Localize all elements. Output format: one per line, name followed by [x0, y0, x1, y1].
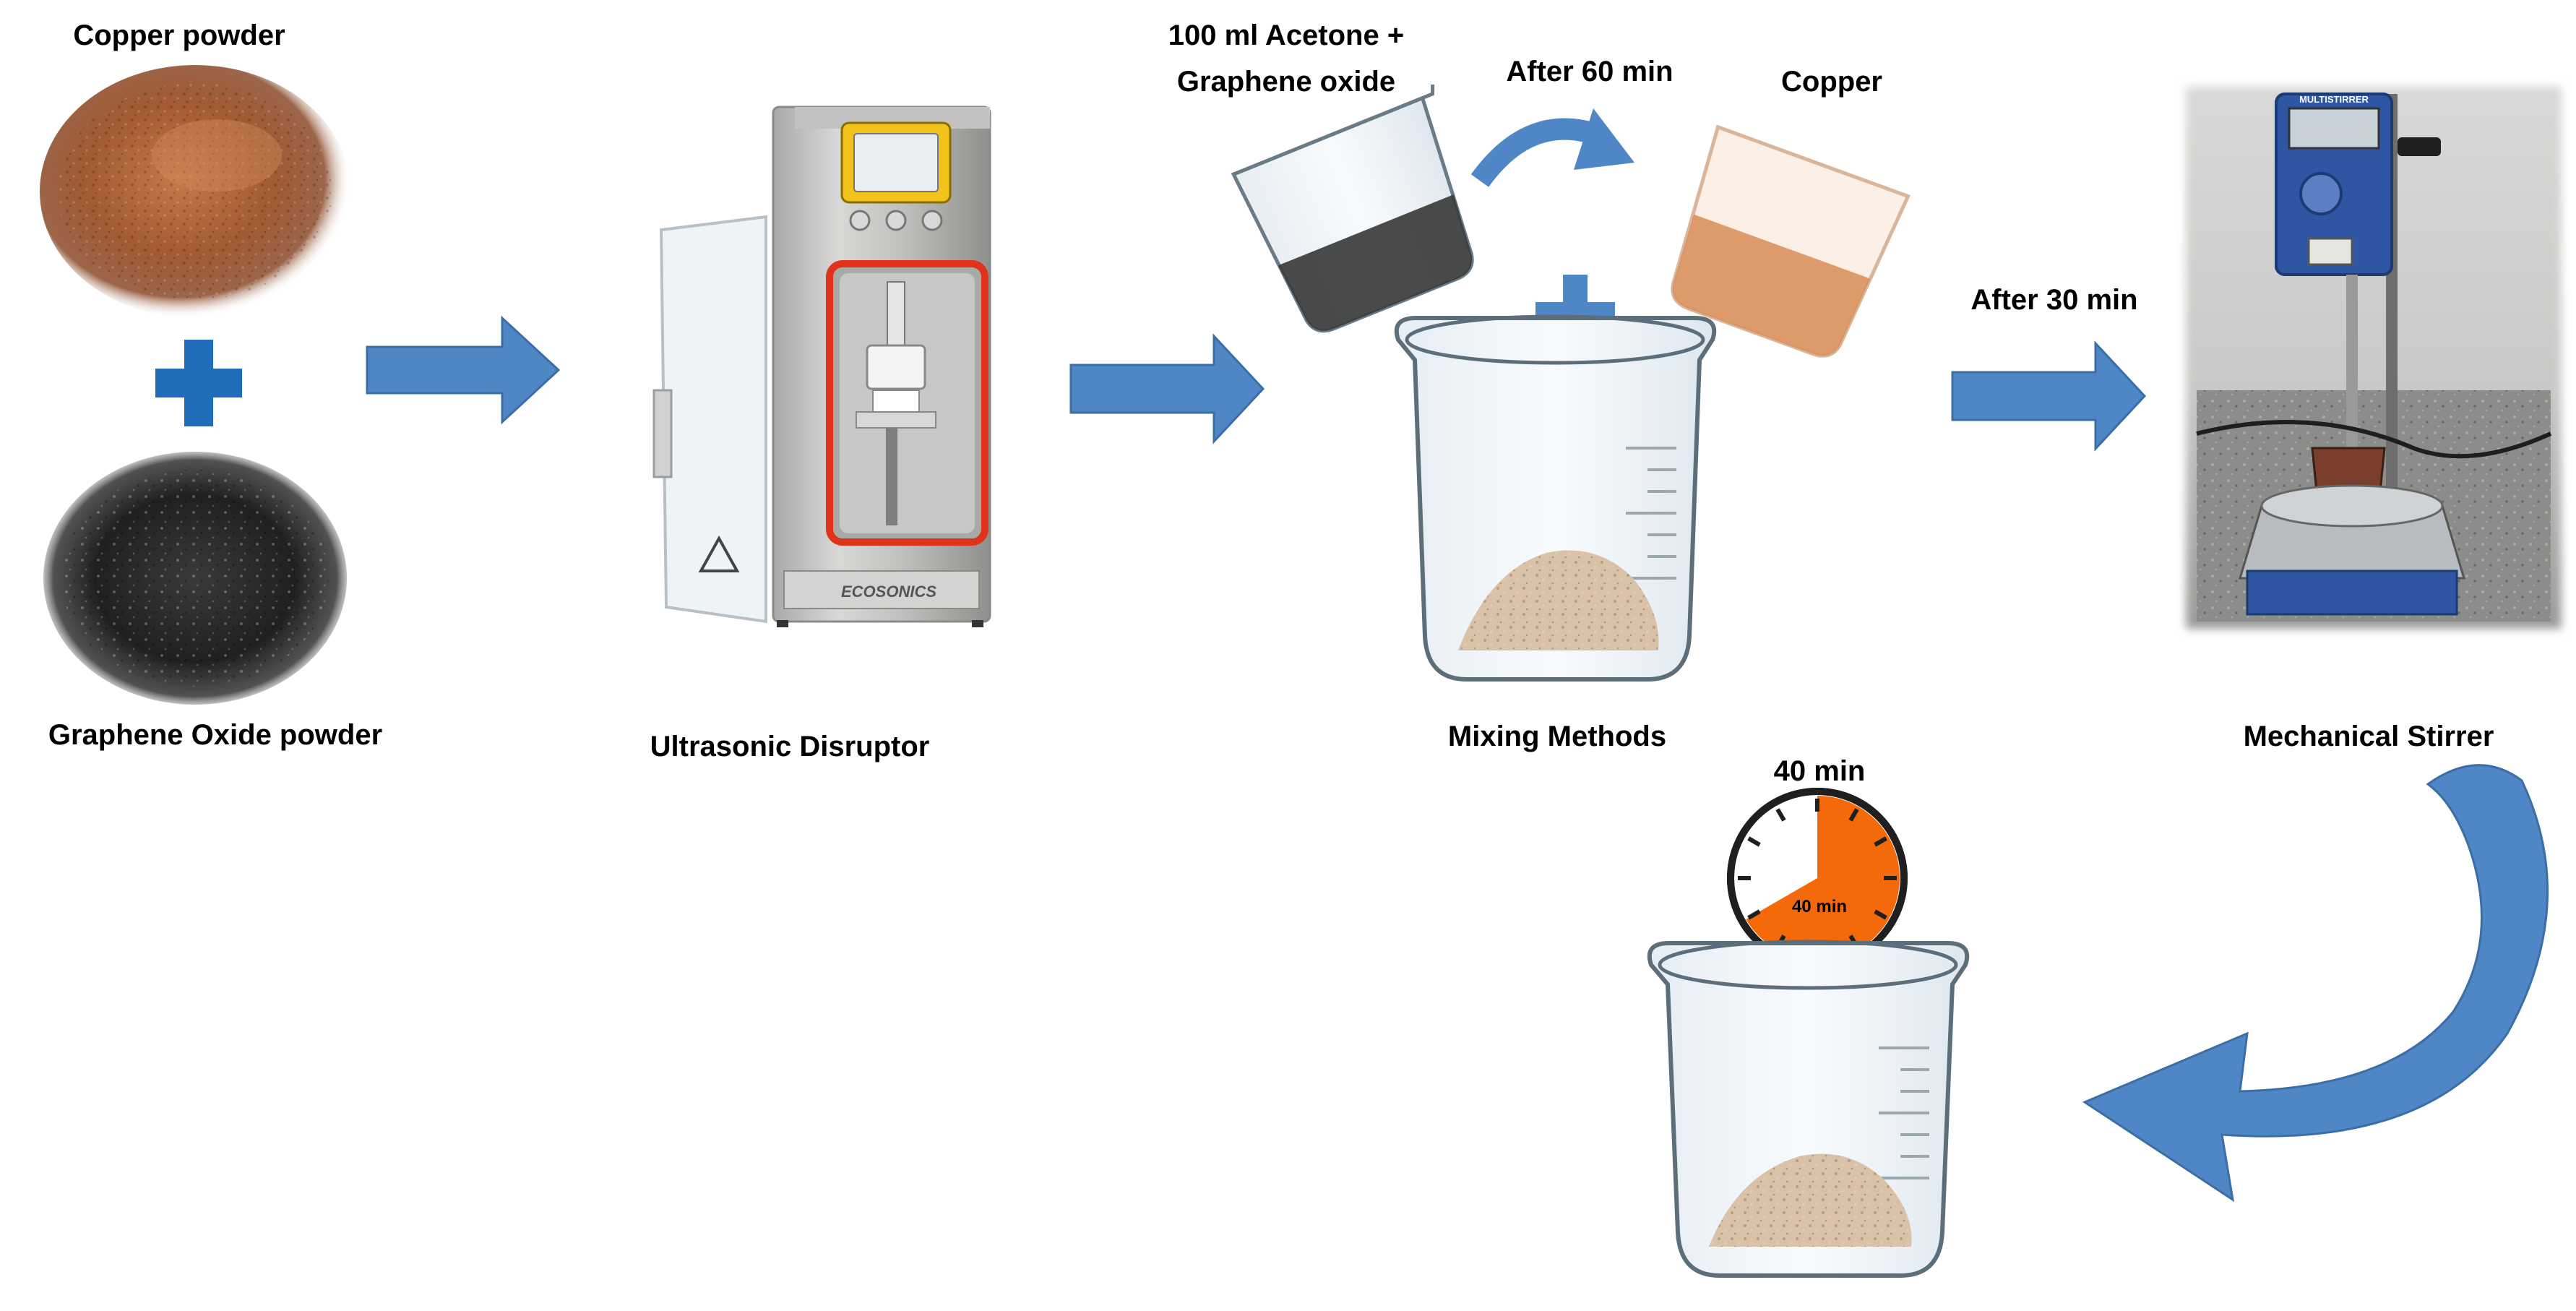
mechanical-stirrer-photo: MULTISTIRRER — [2186, 87, 2562, 629]
mixing-beaker — [1394, 314, 1717, 682]
arrow-right-1 — [366, 315, 561, 425]
timer-tick — [1874, 909, 1887, 920]
timer-elapsed-wedge — [1746, 796, 1900, 961]
timer-tick — [1874, 836, 1887, 847]
graphene-oxide-powder-image — [43, 452, 347, 705]
curved-arrow-60 — [1470, 108, 1634, 187]
arrow-right-3 — [1951, 340, 2147, 452]
ultrasonic-disruptor-label: Ultrasonic Disruptor — [650, 731, 930, 762]
copper-powder-image — [40, 65, 350, 318]
result-beaker — [1647, 940, 1970, 1278]
timer-tick — [1747, 836, 1761, 847]
curved-arrow-return — [2082, 764, 2549, 1203]
acetone-graphene-label-line1: 100 ml Acetone + — [1168, 20, 1404, 51]
mechanical-stirrer-label: Mechanical Stirrer — [2244, 721, 2494, 752]
timer-face-label: 40 min — [1792, 897, 1847, 916]
acetone-graphene-label-line2: Graphene oxide — [1177, 66, 1395, 98]
timer-title-label: 40 min — [1774, 755, 1866, 787]
after-60-label: After 60 min — [1506, 56, 1673, 87]
plus-icon — [155, 340, 242, 426]
copper-beaker — [1671, 124, 1911, 358]
graphene-oxide-beaker — [1231, 84, 1474, 333]
arrow-right-2 — [1069, 333, 1265, 444]
timer-icon: 40 min — [1727, 788, 1908, 968]
timer-tick — [1848, 808, 1859, 822]
multistirrer-logo: MULTISTIRRER — [2299, 94, 2369, 105]
mixing-methods-label: Mixing Methods — [1448, 721, 1666, 752]
ecosonics-logo: ECOSONICS — [841, 583, 936, 601]
copper-label: Copper — [1781, 66, 1882, 98]
timer-tick — [1747, 909, 1761, 920]
after-30-label: After 30 min — [1970, 284, 2137, 316]
ultrasonic-disruptor-image: ECOSONICS — [652, 106, 991, 627]
copper-powder-label: Copper powder — [73, 20, 285, 51]
timer-tick — [1775, 808, 1786, 822]
graphene-oxide-powder-label: Graphene Oxide powder — [48, 719, 382, 751]
